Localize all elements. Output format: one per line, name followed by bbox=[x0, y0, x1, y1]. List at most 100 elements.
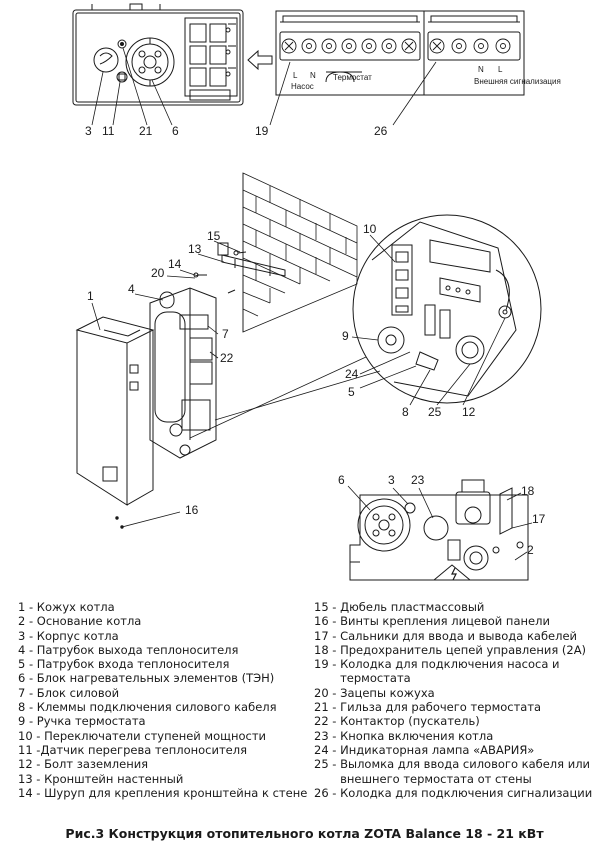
legend-item: 10 - Переключатели ступеней мощности bbox=[18, 729, 308, 743]
sensor-circle bbox=[93, 47, 119, 73]
legend-item-text: Дюбель пластмассовый bbox=[340, 600, 485, 614]
legend-item: 24 - Индикаторная лампа «АВАРИЯ» bbox=[314, 743, 606, 757]
legend-item-number: 17 - bbox=[314, 628, 341, 643]
heater-block-top bbox=[125, 37, 175, 87]
legend-item: 23 - Кнопка включения котла bbox=[314, 729, 606, 743]
callout-bottom-2: 2 bbox=[527, 543, 534, 557]
legend-item-number: 3 - bbox=[18, 628, 37, 643]
legend-item: 20 - Зацепы кожуха bbox=[314, 686, 606, 700]
legend-item: 5 - Патрубок входа теплоносителя bbox=[18, 657, 308, 671]
legend-item-number: 18 - bbox=[314, 642, 341, 657]
legend-item: 14 - Шуруп для крепления кронштейна к ст… bbox=[18, 786, 308, 800]
legend-item-number: 20 - bbox=[314, 685, 341, 700]
legend-item: 22 - Контактор (пускатель) bbox=[314, 714, 606, 728]
legend-item-number: 10 - bbox=[18, 728, 45, 743]
detail-magnifier bbox=[189, 214, 542, 439]
legend-item: 12 - Болт заземления bbox=[18, 757, 308, 771]
legend-item: 16 - Винты крепления лицевой панели bbox=[314, 614, 606, 628]
bottom-view-base bbox=[349, 479, 529, 581]
legend-item-number: 4 - bbox=[18, 642, 37, 657]
bottom-leaders bbox=[347, 485, 533, 561]
wall-bracket bbox=[193, 242, 286, 294]
callout-bottom-3: 3 bbox=[388, 473, 395, 487]
callout-16: 16 bbox=[185, 503, 199, 517]
callout-top-3: 3 bbox=[85, 124, 92, 138]
legend-item-text: Ручка термостата bbox=[36, 714, 146, 729]
callout-bottom-23: 23 bbox=[411, 473, 425, 487]
legend-item-number: 23 - bbox=[314, 728, 341, 743]
legend-item-number: 16 - bbox=[314, 614, 341, 629]
legend-item-text: Болт заземления bbox=[44, 757, 149, 772]
legend-item: 4 - Патрубок выхода теплоносителя bbox=[18, 643, 308, 657]
legend-item-text: Блок силовой bbox=[36, 685, 120, 700]
legend-item-text: Индикаторная лампа «АВАРИЯ» bbox=[340, 742, 535, 757]
legend-item-number: 15 - bbox=[314, 600, 341, 614]
figure-caption: Рис.3 Конструкция отопительного котла ZO… bbox=[65, 826, 544, 841]
callout-25: 25 bbox=[428, 405, 442, 419]
arrow-left-icon bbox=[247, 49, 273, 71]
legend-item-text: Основание котла bbox=[36, 614, 142, 629]
legend-item: 8 - Клеммы подключения силового кабеля bbox=[18, 700, 308, 714]
legend-item: 7 - Блок силовой bbox=[18, 686, 308, 700]
callout-24: 24 bbox=[345, 367, 359, 381]
legend-item-number: 24 - bbox=[314, 742, 341, 757]
legend-item-number: 11 - bbox=[18, 742, 41, 757]
legend-item: 19 - Колодка для подключения насоса и те… bbox=[314, 657, 606, 686]
callout-top-19: 19 bbox=[255, 124, 269, 138]
legend-item: 26 - Колодка для подключения сигнализаци… bbox=[314, 786, 606, 800]
callout-top-26: 26 bbox=[374, 124, 388, 138]
callout-12: 12 bbox=[462, 405, 476, 419]
legend-item-number: 6 - bbox=[18, 671, 37, 686]
legend-item-number: 7 - bbox=[18, 685, 37, 700]
callout-22: 22 bbox=[220, 351, 234, 365]
boiler-cover bbox=[75, 316, 155, 506]
terminal-ext-l-label: L bbox=[498, 65, 503, 74]
callout-bottom-17: 17 bbox=[532, 512, 546, 526]
legend-item-text: Гильза для рабочего термостата bbox=[340, 700, 542, 715]
legend-item: 2 - Основание котла bbox=[18, 614, 308, 628]
legend-item-number: 12 - bbox=[18, 757, 45, 772]
callout-1: 1 bbox=[87, 289, 94, 303]
legend-item: 21 - Гильза для рабочего термостата bbox=[314, 700, 606, 714]
legend-item-text: Датчик перегрева теплоносителя bbox=[40, 742, 247, 757]
boiler-diagram: L N Насос Термостат N L Внешняя сигнализ… bbox=[72, 3, 561, 581]
callout-top-6: 6 bbox=[172, 124, 179, 138]
legend-item-text: Патрубок входа теплоносителя bbox=[36, 657, 230, 672]
legend-item: 17 - Сальники для ввода и вывода кабелей bbox=[314, 629, 606, 643]
callout-4: 4 bbox=[128, 282, 135, 296]
callout-14: 14 bbox=[168, 257, 182, 271]
legend-item-text: Корпус котла bbox=[36, 628, 119, 643]
callout-bottom-18: 18 bbox=[521, 484, 535, 498]
callout-10: 10 bbox=[363, 222, 377, 236]
terminal-l-label: L bbox=[293, 71, 298, 80]
legend-item-text: Винты крепления лицевой панели bbox=[340, 614, 550, 629]
legend-item-text: Переключатели ступеней мощности bbox=[44, 728, 267, 743]
legend-item-text: Патрубок выхода теплоносителя bbox=[36, 642, 239, 657]
terminal-block: L N Насос Термостат N L Внешняя сигнализ… bbox=[275, 10, 561, 96]
legend-item-text: Колодка для подключения насоса и термост… bbox=[340, 657, 560, 686]
legend-item-number: 21 - bbox=[314, 700, 341, 715]
legend-item: 25 - Выломка для ввода силового кабеля и… bbox=[314, 757, 606, 786]
legend-item: 3 - Корпус котла bbox=[18, 629, 308, 643]
legend-item: 18 - Предохранитель цепей управления (2А… bbox=[314, 643, 606, 657]
legend-item-number: 19 - bbox=[314, 657, 341, 672]
legend-item-number: 1 - bbox=[18, 600, 37, 614]
legend-item-number: 5 - bbox=[18, 657, 37, 672]
legend-item-text: Шуруп для крепления кронштейна к стене bbox=[44, 785, 308, 800]
callout-top-21: 21 bbox=[139, 124, 153, 138]
callout-20: 20 bbox=[151, 266, 165, 280]
terminal-nasos-label: Насос bbox=[291, 82, 314, 91]
top-leaders bbox=[91, 47, 437, 126]
legend-item-number: 9 - bbox=[18, 714, 37, 729]
legend-item-number: 22 - bbox=[314, 714, 341, 729]
legend-item-text: Колодка для подключения сигнализации bbox=[340, 785, 593, 800]
legend-item-text: Клеммы подключения силового кабеля bbox=[36, 700, 277, 715]
terminal-ext-signal-label: Внешняя сигнализация bbox=[474, 77, 561, 86]
callout-8: 8 bbox=[402, 405, 409, 419]
terminal-termostat-label: Термостат bbox=[333, 73, 372, 82]
terminal-ext-n-label: N bbox=[478, 65, 484, 74]
callout-15: 15 bbox=[207, 229, 221, 243]
legend-item-number: 14 - bbox=[18, 785, 45, 800]
legend-item-text: Кнопка включения котла bbox=[340, 728, 494, 743]
legend-item-number: 8 - bbox=[18, 700, 37, 715]
